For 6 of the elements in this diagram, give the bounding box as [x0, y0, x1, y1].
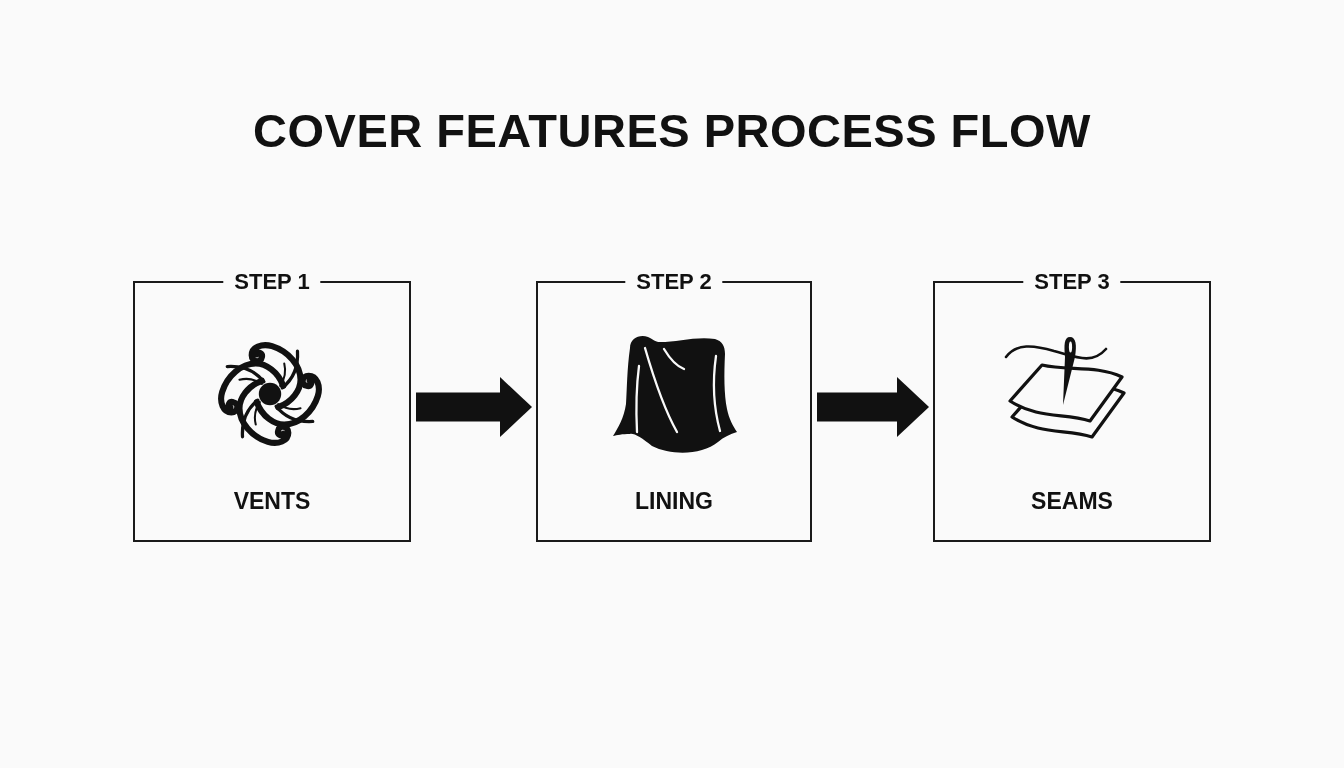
- step-name: VENTS: [233, 487, 311, 515]
- step-name: LINING: [635, 487, 713, 515]
- arrow: [817, 377, 929, 437]
- step-name: SEAMS: [1031, 487, 1113, 515]
- arrow: [416, 377, 532, 437]
- diagram-title: COVER FEATURES PROCESS FLOW: [253, 104, 1091, 158]
